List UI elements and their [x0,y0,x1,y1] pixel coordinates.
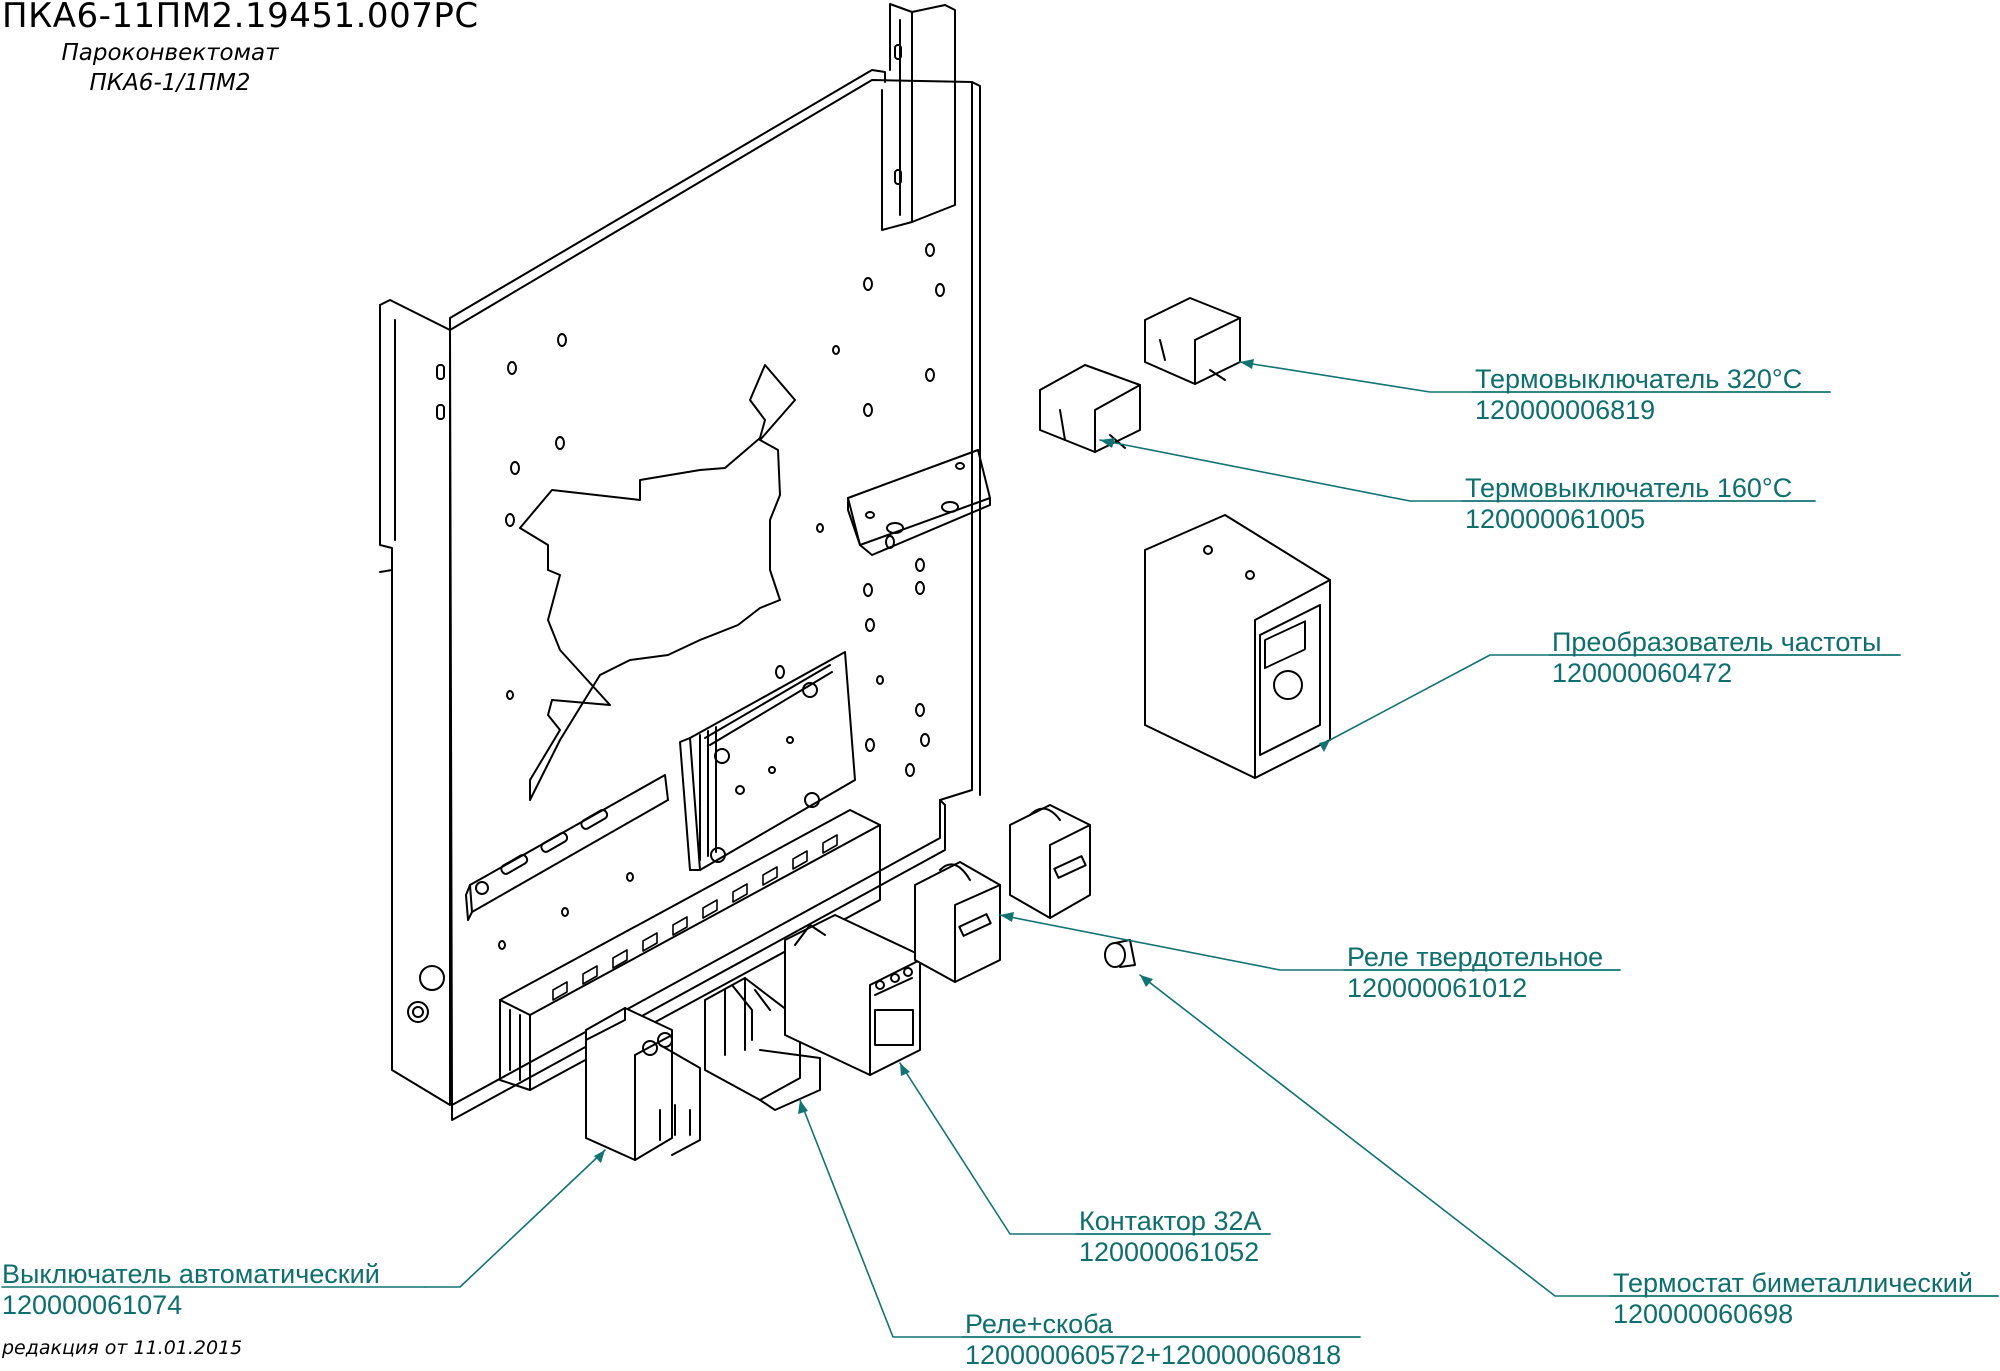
contactor-drawing [784,914,921,1076]
callout-name: Термостат биметаллический [1613,1268,1973,1298]
callout-name: Реле твердотельное [1347,942,1604,972]
callout-circuit-breaker: Выключатель автоматический 120000061074 [2,1259,380,1321]
callout-code: 120000061012 [1347,973,1528,1003]
callout-frequency-converter: Преобразователь частоты 120000060472 [1552,627,1882,689]
callout-code: 120000061005 [1465,504,1646,534]
callout-name: Преобразователь частоты [1552,627,1882,657]
callout-code: 120000060472 [1552,658,1733,688]
callout-code: 120000060572+120000060818 [965,1340,1342,1370]
callout-name: Реле+скоба [965,1309,1113,1339]
bimetal-thermostat-drawing [1104,939,1136,968]
callout-code: 120000061052 [1079,1237,1260,1267]
callout-relay-bracket: Реле+скоба 120000060572+120000060818 [965,1309,1341,1371]
callout-solid-state-relay: Реле твердотельное 120000061012 [1347,942,1603,1004]
thermal-switches-drawing [1039,297,1241,453]
callout-contactor: Контактор 32А 120000061052 [1079,1206,1262,1268]
din-rail [465,774,669,921]
heatsink-board [679,651,856,871]
callout-name: Термовыключатель 160°С [1465,473,1793,503]
callout-name: Термовыключатель 320°С [1475,364,1803,394]
callout-name: Контактор 32А [1079,1206,1262,1236]
callout-thermal-switch-160: Термовыключатель 160°С 120000061005 [1465,473,1792,535]
relay-bracket-drawing [704,977,821,1111]
edition-note: редакция от 11.01.2015 [2,1337,243,1359]
callout-underlines [1,391,1999,1338]
callout-code: 120000061074 [2,1290,183,1320]
callout-code: 120000060698 [1613,1299,1794,1329]
circuit-breaker-drawing [585,1007,701,1161]
frequency-converter-drawing [1144,514,1331,779]
document-title: Пароконвектомат [61,40,279,66]
document-code: ПКА6-11ПМ2.19451.007РС [2,0,479,36]
callout-thermal-switch-320: Термовыключатель 320°С 120000006819 [1475,364,1802,426]
solid-state-relays-drawing [914,804,1091,983]
document-model: ПКА6-1/1ПМ2 [89,70,251,96]
callout-code: 120000006819 [1475,395,1656,425]
callout-name: Выключатель автоматический [2,1259,380,1289]
callout-bimetal-thermostat: Термостат биметаллический 120000060698 [1613,1268,1973,1330]
leader-arrowheads [594,359,1330,1163]
